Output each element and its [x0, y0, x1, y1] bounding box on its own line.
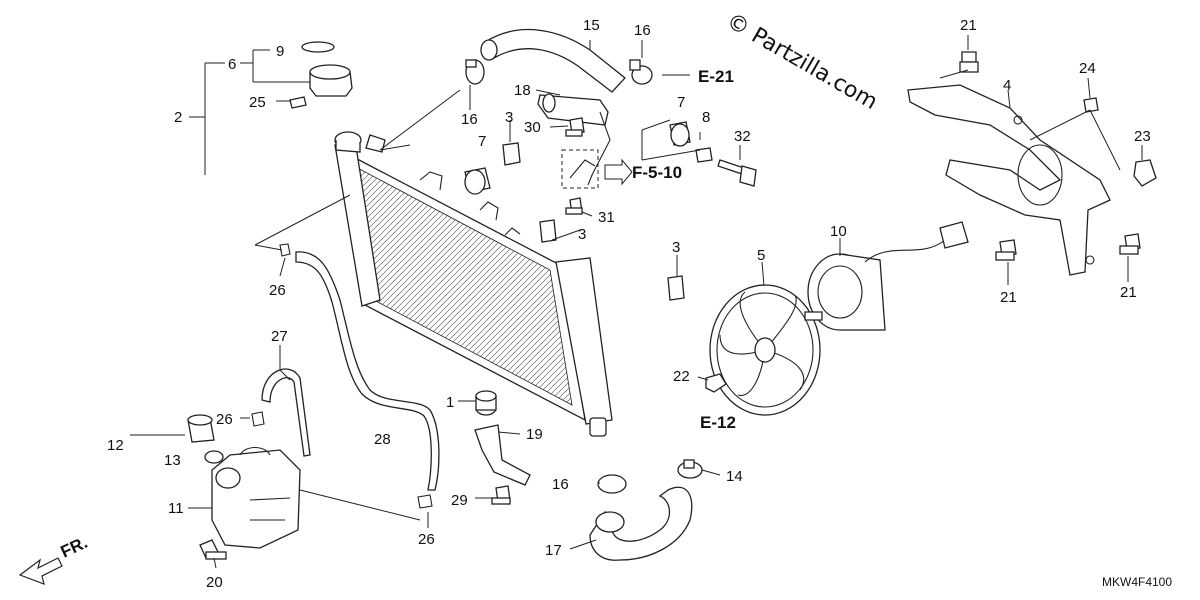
callout-22: 22 — [673, 368, 690, 385]
clip-3-upper — [502, 142, 521, 166]
reference-box — [561, 149, 633, 189]
callout-25: 25 — [249, 94, 266, 111]
fan-motor — [804, 221, 969, 331]
callout-26: 26 — [269, 282, 286, 299]
reserve-tank-hose — [261, 368, 311, 457]
hose-clip-26-lower — [417, 494, 433, 509]
callout-3: 3 — [672, 239, 680, 256]
reserve-tank — [211, 446, 301, 549]
callout-11: 11 — [168, 500, 184, 517]
callout-29: 29 — [451, 492, 468, 509]
upper-hose — [480, 28, 626, 93]
callout-32: 32 — [734, 128, 751, 145]
callout-4: 4 — [1003, 77, 1011, 94]
callout-3: 3 — [578, 226, 586, 243]
hose-clip-26-upper — [279, 243, 291, 257]
direction-label: FR. — [58, 533, 91, 562]
overflow-hose — [295, 251, 440, 491]
callout-16: 16 — [552, 476, 569, 493]
callout-21: 21 — [960, 17, 977, 34]
callout-7: 7 — [677, 94, 685, 111]
clip-3-right — [667, 275, 685, 301]
callout-16: 16 — [634, 22, 651, 39]
hose-clamp-lower — [597, 474, 627, 494]
callout-18: 18 — [514, 82, 531, 99]
bolt-21-bottom-right — [1119, 233, 1141, 255]
callout-17: 17 — [545, 542, 562, 559]
hose-clip-26-tank — [251, 411, 265, 427]
callout-9: 9 — [276, 43, 284, 60]
callout-10: 10 — [830, 223, 847, 240]
hose-clamp-top-left — [465, 59, 485, 85]
fan-blade — [709, 284, 821, 416]
callout-31: 31 — [598, 209, 615, 226]
watermark: © Partzilla.com — [722, 9, 882, 116]
clip-3-middle — [539, 219, 557, 243]
reserve-tank-cap — [187, 414, 224, 464]
callout-16: 16 — [461, 111, 478, 128]
bolt-21-top — [959, 51, 979, 73]
callout-28: 28 — [374, 431, 391, 448]
grommet-7-left — [464, 167, 491, 195]
callout-30: 30 — [524, 119, 541, 136]
callout-13: 13 — [164, 452, 181, 469]
lower-hose — [589, 486, 693, 561]
reference-e21: E-21 — [698, 67, 734, 86]
front-direction-arrow: FR. — [18, 533, 91, 585]
hose-clamp-top-right — [629, 59, 653, 85]
grommet-1 — [475, 390, 497, 416]
callout-15: 15 — [583, 17, 600, 34]
callout-3: 3 — [505, 109, 513, 126]
callout-19: 19 — [526, 426, 543, 443]
bracket-18 — [537, 93, 611, 186]
nut-24 — [1083, 97, 1099, 113]
radiator-cap — [301, 41, 386, 153]
hose-clamp-14 — [677, 459, 703, 479]
leader-lines — [130, 35, 1143, 569]
callout-1: 1 — [446, 394, 454, 411]
bolt-30 — [565, 117, 585, 137]
callout-21: 21 — [1000, 289, 1017, 306]
reference-f510: F-5-10 — [632, 163, 682, 182]
callout-5: 5 — [757, 247, 765, 264]
nut-22 — [705, 373, 727, 393]
callout-21: 21 — [1120, 284, 1137, 301]
reference-e12: E-12 — [700, 413, 736, 432]
callout-numbers: 1 2 3 3 3 4 5 6 7 7 8 9 10 11 12 13 14 1… — [107, 17, 1151, 591]
callout-23: 23 — [1134, 128, 1151, 145]
fan-shroud — [907, 84, 1111, 276]
bolt-21-bottom-left — [995, 239, 1017, 261]
grommet-7-right — [669, 121, 691, 147]
callout-24: 24 — [1079, 60, 1096, 77]
clip-23 — [1133, 159, 1157, 187]
callout-14: 14 — [726, 468, 743, 485]
callout-26: 26 — [216, 411, 233, 428]
callout-26: 26 — [418, 531, 435, 548]
callout-20: 20 — [206, 574, 223, 591]
bolt-32 — [717, 159, 757, 187]
collar-8 — [695, 147, 713, 163]
bolt-31 — [565, 197, 583, 215]
bolt-25 — [289, 96, 307, 109]
callout-12: 12 — [107, 437, 124, 454]
bolt-20 — [199, 539, 227, 560]
callout-2: 2 — [174, 109, 182, 126]
callout-6: 6 — [228, 56, 236, 73]
diagram-code: MKW4F4100 — [1102, 575, 1172, 589]
callout-7: 7 — [478, 133, 486, 150]
callout-27: 27 — [271, 328, 288, 345]
callout-8: 8 — [702, 109, 710, 126]
bracket-19 — [474, 424, 531, 486]
bolt-29 — [491, 485, 511, 505]
